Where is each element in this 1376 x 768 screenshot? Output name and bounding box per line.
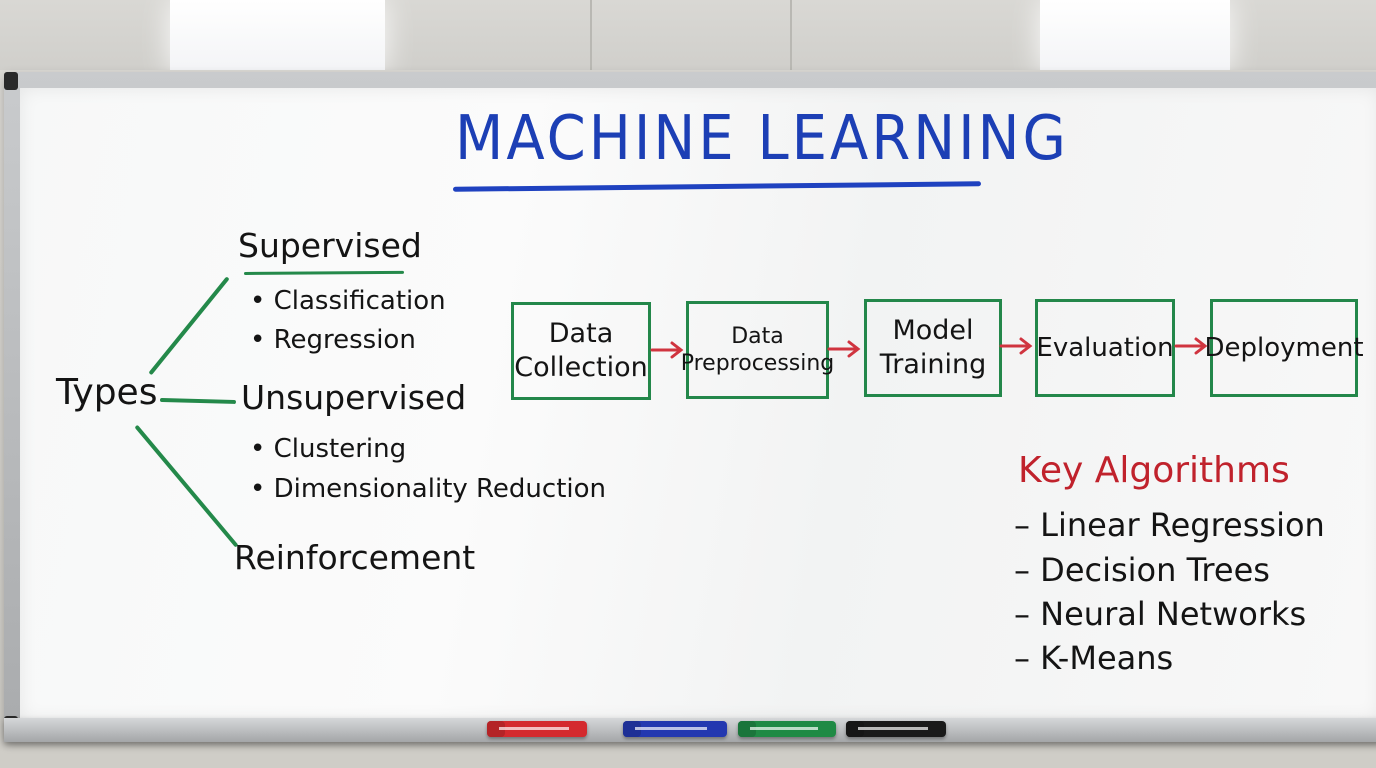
category-supervised: Supervised [238,226,422,265]
category-reinforcement: Reinforcement [234,538,476,577]
list-item: • Regression [250,325,416,355]
pipeline-stage-evaluation: Evaluation [1035,299,1175,397]
list-item: – Neural Networks [1014,595,1307,633]
pipeline-stage-data-preprocessing: Data Preprocessing [681,301,834,399]
pipeline-stage-deployment: Deployment [1204,299,1364,397]
pipeline-stage-data-collection: Data Collection [511,302,651,400]
black-marker-icon[interactable] [846,721,946,737]
frame-corner [4,72,18,90]
arrow-icon [650,341,684,359]
pipeline-stage-model-training: Model Training [864,299,1002,397]
category-unsupervised: Unsupervised [241,378,467,417]
list-item: • Clustering [250,434,407,464]
board-title: MACHINE LEARNING [455,102,1069,175]
list-item: • Classification [250,286,446,316]
arrow-icon [1174,337,1208,355]
red-marker-icon[interactable] [487,721,587,737]
list-item: – K-Means [1014,639,1174,677]
types-root-label: Types [56,372,158,413]
ceiling [0,0,1376,78]
ceiling-light [170,0,385,72]
ceiling-light [1040,0,1230,72]
arrow-icon [827,340,861,358]
green-marker-icon[interactable] [738,721,836,737]
list-item: • Dimensionality Reduction [250,474,607,504]
whiteboard [20,88,1376,720]
key-algorithms-heading: Key Algorithms [1018,450,1290,491]
ceiling-seam [790,0,792,76]
blue-marker-icon[interactable] [623,721,727,737]
ceiling-seam [590,0,592,76]
list-item: – Decision Trees [1014,551,1270,589]
arrow-icon [999,337,1033,355]
list-item: – Linear Regression [1014,506,1325,544]
